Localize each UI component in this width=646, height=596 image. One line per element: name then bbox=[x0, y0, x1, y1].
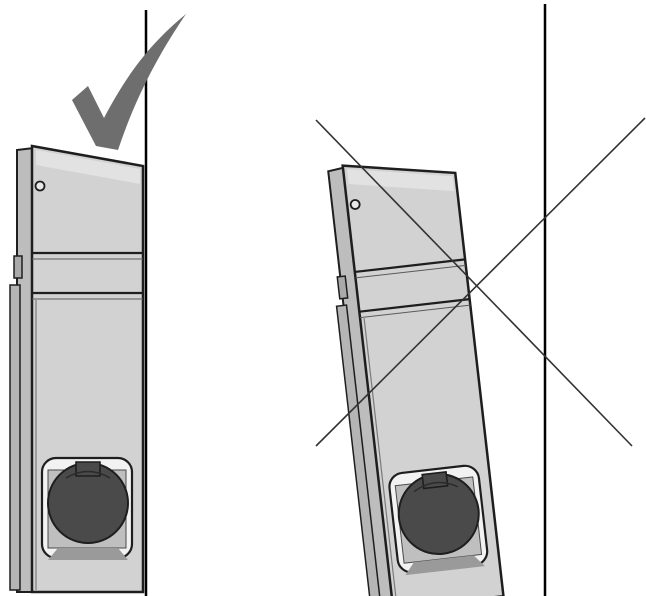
x-cross-icon bbox=[315, 117, 646, 447]
panel-correct bbox=[8, 10, 186, 596]
checkmark-icon bbox=[72, 14, 186, 150]
charger-device bbox=[8, 144, 145, 594]
panel-incorrect bbox=[315, 4, 646, 596]
